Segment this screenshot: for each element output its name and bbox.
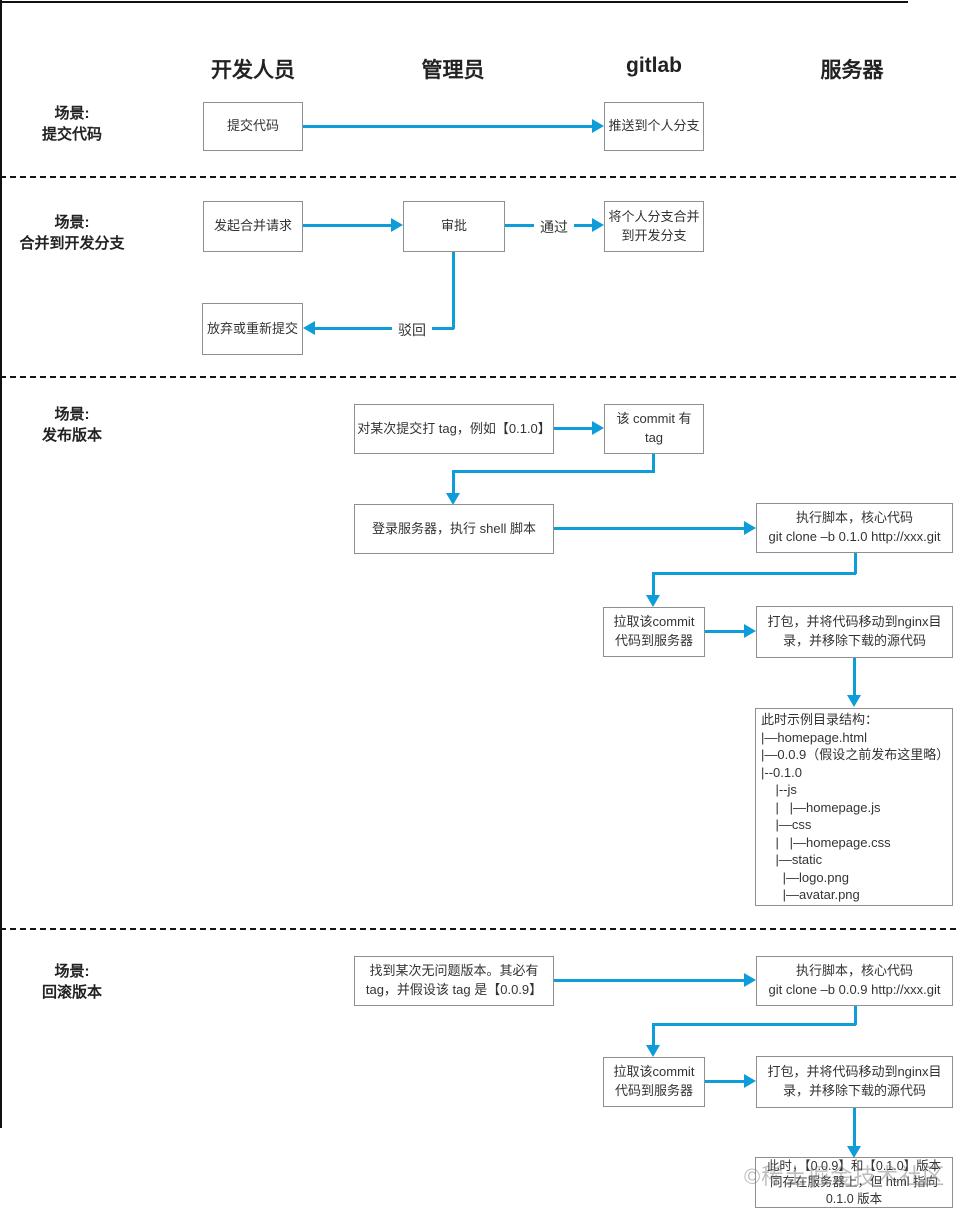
connector-to-login-vline — [452, 470, 455, 494]
connector-login-to-script-line — [554, 527, 746, 530]
arrowhead-down-icon — [847, 695, 861, 707]
connector-tag-to-hastag-line — [554, 427, 594, 430]
scene-label-rollback: 场景: 回滚版本 — [41, 963, 102, 1001]
section-separator-3 — [0, 928, 956, 930]
section-separator-1 — [0, 176, 956, 178]
arrowhead-left-icon — [303, 321, 315, 335]
box-commit-has-tag: 该 commit 有 tag — [604, 404, 704, 454]
lane-header-gitlab: gitlab — [626, 54, 682, 77]
connector-hastag-down-vline — [652, 454, 655, 473]
arrowhead-right-icon — [744, 1074, 756, 1088]
box-run-script-009: 执行脚本，核心代码 git clone –b 0.0.9 http://xxx.… — [756, 956, 953, 1006]
directory-line: |—0.0.9（假设之前发布这里略） — [761, 747, 950, 762]
connector-approve-reject-hline — [310, 327, 454, 330]
connector-find-to-script-line — [554, 979, 746, 982]
box-merge-request: 发起合并请求 — [203, 201, 303, 252]
connector-to-pull2-vline — [652, 1023, 655, 1046]
box-tag-commit: 对某次提交打 tag，例如【0.1.0】 — [354, 404, 554, 454]
connector-label-reject: 驳回 — [392, 320, 432, 340]
box-abandon-or-resubmit: 放弃或重新提交 — [202, 303, 303, 355]
connector-submit-to-push-line — [303, 125, 594, 128]
box-pull-commit-release: 拉取该commit 代码到服务器 — [603, 607, 705, 657]
box-pull-commit-rollback: 拉取该commit 代码到服务器 — [603, 1057, 705, 1107]
directory-line: |—css — [761, 817, 812, 832]
directory-line: | |—homepage.js — [761, 799, 881, 815]
connector-pack-to-dir-vline — [853, 658, 856, 696]
connector-hastag-hline — [452, 470, 654, 473]
box-final-state: 此时，【0.0.9】和【0.1.0】版本 同存在服务器上，但 html 指向 0… — [755, 1157, 953, 1208]
connector-pull2-to-pack2-line — [705, 1080, 746, 1083]
arrowhead-right-icon — [744, 521, 756, 535]
scene-label-merge-to-dev: 场景: 合并到开发分支 — [19, 214, 125, 252]
box-submit-code: 提交代码 — [203, 102, 303, 151]
directory-line: |—avatar.png — [761, 887, 860, 902]
box-login-server: 登录服务器，执行 shell 脚本 — [354, 504, 554, 554]
connector-script009-down-vline — [854, 1006, 857, 1025]
connector-script-down-vline — [854, 553, 857, 574]
box-pack-nginx-rollback: 打包，并将代码移动到nginx目 录，并移除下载的源代码 — [756, 1056, 953, 1108]
arrowhead-down-icon — [646, 595, 660, 607]
arrowhead-down-icon — [446, 493, 460, 505]
box-directory-structure: 此时示例目录结构： |—homepage.html |—0.0.9（假设之前发布… — [755, 708, 953, 906]
connector-label-pass: 通过 — [534, 217, 574, 237]
connector-approve-reject-vline — [452, 252, 455, 329]
box-pack-nginx-release: 打包，并将代码移动到nginx目 录，并移除下载的源代码 — [756, 606, 953, 658]
box-push-personal-branch: 推送到个人分支 — [604, 102, 704, 151]
directory-line: |—logo.png — [761, 869, 849, 885]
scene-label-release: 场景: 发布版本 — [41, 406, 102, 444]
arrowhead-right-icon — [592, 421, 604, 435]
box-merge-personal-to-dev: 将个人分支合并 到开发分支 — [604, 201, 704, 252]
lane-header-server: 服务器 — [820, 59, 884, 82]
scene-label-submit-code: 场景: 提交代码 — [41, 105, 102, 143]
directory-line: |--0.1.0 — [761, 764, 802, 780]
arrowhead-down-icon — [646, 1045, 660, 1057]
section-separator-2 — [0, 376, 956, 378]
lane-header-developer: 开发人员 — [211, 59, 295, 82]
arrowhead-down-icon — [847, 1146, 861, 1158]
directory-line: 此时示例目录结构： — [761, 712, 879, 727]
directory-line: |--js — [761, 782, 797, 797]
connector-to-pull-vline — [652, 572, 655, 596]
connector-script-hline — [652, 572, 856, 575]
frame-top-border — [0, 1, 908, 3]
directory-line: |—static — [761, 852, 823, 867]
arrowhead-right-icon — [744, 973, 756, 987]
directory-line: | |—homepage.css — [761, 834, 891, 850]
connector-pack2-to-final-vline — [853, 1108, 856, 1147]
connector-request-to-approve-line — [303, 224, 393, 227]
frame-left-border — [0, 0, 2, 1128]
box-run-script-010: 执行脚本，核心代码 git clone –b 0.1.0 http://xxx.… — [756, 503, 953, 553]
directory-line: |—homepage.html — [761, 729, 867, 745]
arrowhead-right-icon — [391, 218, 403, 232]
arrowhead-right-icon — [744, 624, 756, 638]
arrowhead-right-icon — [592, 119, 604, 133]
connector-script009-hline — [652, 1023, 856, 1026]
box-find-good-version: 找到某次无问题版本。其必有 tag，并假设该 tag 是【0.0.9】 — [354, 956, 554, 1006]
connector-pull-to-pack-line — [705, 630, 746, 633]
box-approve: 审批 — [403, 201, 505, 252]
lane-header-admin: 管理员 — [421, 59, 485, 82]
arrowhead-right-icon — [592, 218, 604, 232]
